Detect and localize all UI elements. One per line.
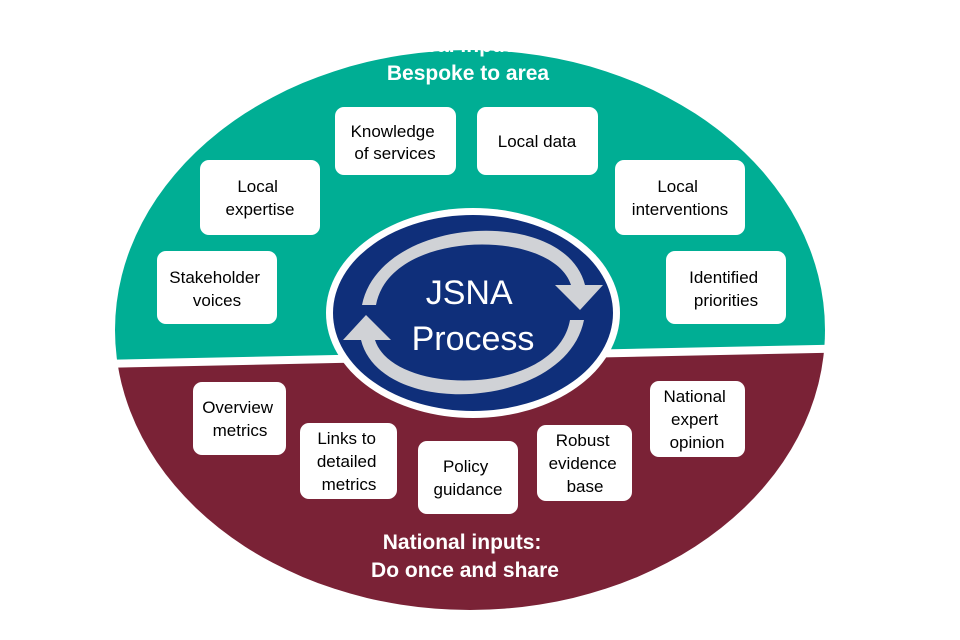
local-input-box: Stakeholder voices xyxy=(157,251,277,324)
national-inputs-segment xyxy=(115,350,825,610)
national-input-box: Policy guidance xyxy=(418,441,518,514)
local-input-box: Local interventions xyxy=(615,160,745,235)
local-inputs-heading: Local inputs: Bespoke to area xyxy=(387,34,550,85)
svg-text:Overview metrics: Overview metrics xyxy=(202,398,278,440)
svg-text:Local expertise: Local expertise xyxy=(226,177,295,219)
svg-text:Policy guidance: Policy guidance xyxy=(433,457,502,499)
svg-text:Robust evidence ba: Robust evidence base xyxy=(549,431,622,496)
national-input-box: Overview metrics xyxy=(193,382,286,455)
local-input-box: Identified priorities xyxy=(666,251,786,324)
local-input-box: Local expertise xyxy=(200,160,320,235)
svg-text:Local data: Local data xyxy=(498,132,577,151)
national-input-box: National expert opinion xyxy=(650,381,745,457)
local-input-box: Local data xyxy=(477,107,598,175)
national-input-box: Links to detailed metrics xyxy=(300,423,397,499)
cycle-arrow-bottom xyxy=(343,315,584,395)
svg-text:Links to detailed: Links to detailed metrics xyxy=(317,429,381,494)
cycle-arrow-top xyxy=(362,230,603,310)
local-input-box: Knowledge of services xyxy=(335,107,456,175)
national-inputs-heading: National inputs: Do once and share xyxy=(371,531,559,582)
svg-text:Local interventions: Local interventions xyxy=(632,177,728,219)
center-label: JSNA Process xyxy=(412,274,535,358)
national-input-box: Robust evidence base xyxy=(537,425,632,501)
svg-text:Knowledge of services: Knowledge of services xyxy=(351,122,440,163)
svg-text:National expert op: National expert opinion xyxy=(663,387,730,452)
svg-text:Identified priorities: Identified priorities xyxy=(689,268,763,310)
svg-text:Stakeholder voices: Stakeholder voices xyxy=(169,268,264,310)
